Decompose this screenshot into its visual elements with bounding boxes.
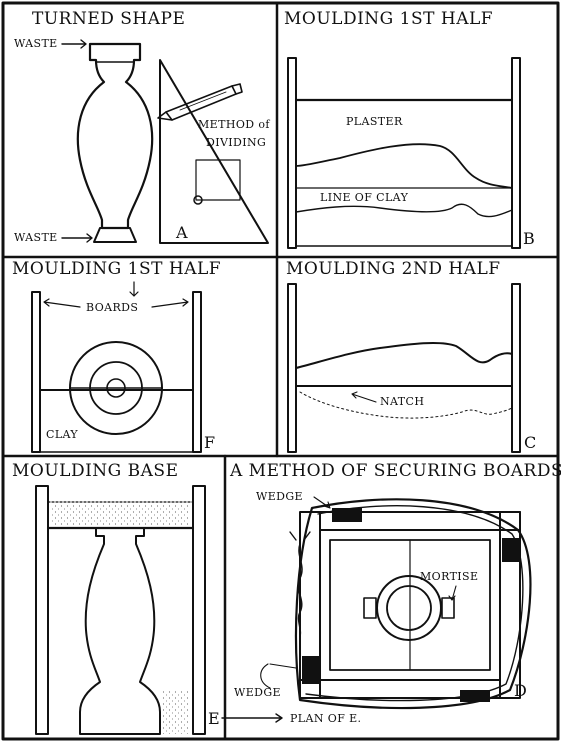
wedge-top-label: WEDGE xyxy=(256,490,303,503)
mortise-label: MORTISE xyxy=(420,570,478,583)
plaster-label: PLASTER xyxy=(346,115,403,128)
natch-arrow xyxy=(351,391,377,403)
boards-arrow-left xyxy=(43,298,81,308)
plaster-layer xyxy=(295,99,513,189)
plan-mould-ring xyxy=(376,575,442,641)
set-square-slot xyxy=(195,159,241,201)
pencil-icon xyxy=(157,83,243,121)
waste-top-label: WASTE xyxy=(14,37,58,50)
figure-letter-d: D xyxy=(514,681,527,700)
clay-label-bg xyxy=(44,424,80,444)
figure-letter-b: B xyxy=(523,229,535,248)
wedge-bottom xyxy=(460,690,490,702)
vase-foot xyxy=(93,227,137,243)
board-right-c xyxy=(511,283,521,453)
board-right xyxy=(511,57,521,249)
mortise-left xyxy=(363,597,377,619)
heading-arrow-f xyxy=(129,281,139,297)
wedge-bottom-label: WEDGE xyxy=(234,686,281,699)
moulding-base-heading: MOULDING BASE xyxy=(12,461,179,481)
figure-letter-c: C xyxy=(524,433,536,452)
wedge-top xyxy=(332,508,362,522)
boards-arrow-right xyxy=(151,298,189,308)
base-mould-cavity xyxy=(79,527,161,735)
lower-half-outline xyxy=(299,391,513,419)
waste-top-arrow xyxy=(61,39,87,49)
moulding-first-half-f-heading: MOULDING 1ST HALF xyxy=(12,259,221,279)
base-foot-dots xyxy=(162,690,190,734)
moulding-second-half-heading: MOULDING 2ND HALF xyxy=(286,259,501,279)
panel-securing-boards: A METHOD OF SECURING BOARDS. MORTISE WED… xyxy=(221,461,561,725)
set-square-hole xyxy=(193,195,203,205)
panel-turned-shape: TURNED SHAPE WASTE WASTE METHOD of DIVID… xyxy=(14,9,270,244)
board-left-c xyxy=(287,283,297,453)
waste-bottom-label: WASTE xyxy=(14,231,58,244)
securing-boards-heading: A METHOD OF SECURING BOARDS. xyxy=(229,461,561,481)
mortise-right xyxy=(441,597,455,619)
frame-board-right xyxy=(499,511,521,699)
line-of-clay-label: LINE OF CLAY xyxy=(320,191,409,204)
set-square xyxy=(159,59,269,244)
board-right-f xyxy=(192,291,202,453)
rope-knot-icon xyxy=(297,543,303,637)
plaster-top-half xyxy=(295,341,513,387)
clay-layer xyxy=(295,203,513,247)
turned-shape-heading: TURNED SHAPE xyxy=(32,9,185,29)
waste-bottom-arrow xyxy=(61,233,93,243)
turned-vase-outline xyxy=(76,42,154,230)
panel-moulding-second-half: MOULDING 2ND HALF NATCH C xyxy=(286,259,536,453)
rope-loop xyxy=(294,498,532,710)
figure-letter-e: E xyxy=(208,709,220,728)
wedge-left xyxy=(302,656,320,684)
frame-board-left xyxy=(299,511,321,699)
method-of-dividing-line2: DIVIDING xyxy=(206,136,266,149)
figure-letter-a: A xyxy=(175,223,188,242)
rope-loop-inner xyxy=(305,505,524,702)
plan-arrow xyxy=(221,713,283,723)
method-of-dividing-line1: METHOD of xyxy=(198,118,270,131)
panel-moulding-base: MOULDING BASE E xyxy=(12,461,220,735)
moulding-first-half-b-heading: MOULDING 1ST HALF xyxy=(284,9,493,29)
panel-moulding-first-half-b: MOULDING 1ST HALF PLASTER LINE OF CLAY B xyxy=(284,9,535,249)
plan-mould-hole xyxy=(386,585,432,631)
board-right-e xyxy=(192,485,206,735)
base-plaster-dots xyxy=(50,504,190,526)
wedge-bottom-arrow xyxy=(260,663,297,689)
board-left-e xyxy=(35,485,49,735)
wedge-top-arrow xyxy=(313,496,331,509)
figure-letter-f: F xyxy=(204,433,215,452)
wedge-right xyxy=(502,538,520,562)
board-left-f xyxy=(31,291,41,453)
clay-label: CLAY xyxy=(46,428,78,441)
rope-tuft xyxy=(289,529,311,541)
panel-moulding-first-half-f: MOULDING 1ST HALF BOARDS CLAY F xyxy=(12,259,221,453)
boards-label: BOARDS xyxy=(86,301,138,314)
natch-label: NATCH xyxy=(380,395,424,408)
board-left xyxy=(287,57,297,249)
plan-of-e-label: PLAN OF E. xyxy=(290,712,361,725)
mortise-arrow xyxy=(448,585,457,601)
